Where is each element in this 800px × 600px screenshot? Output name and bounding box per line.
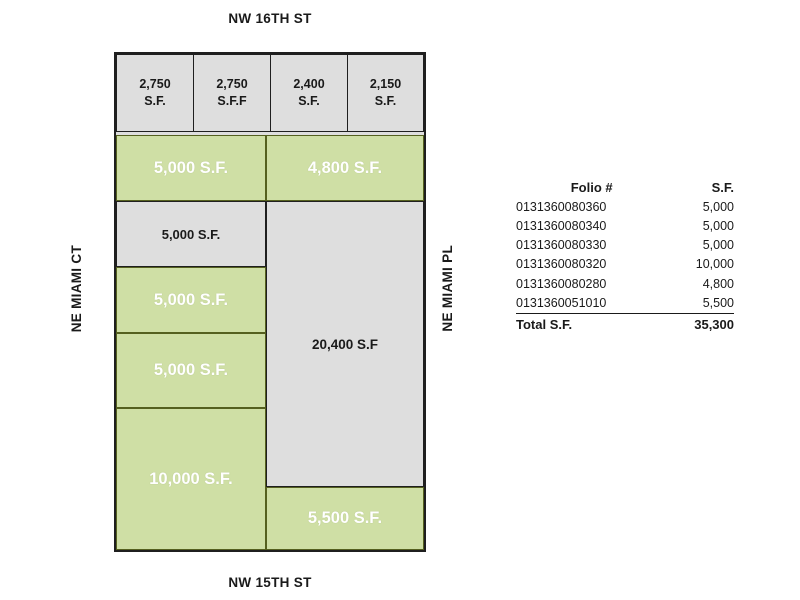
cell-total-value: 35,300 — [667, 312, 734, 335]
parcel-5000-sf-gray: 5,000 S.F. — [116, 201, 266, 267]
parcel-label-line2: S.F.F — [217, 94, 247, 108]
parcel-2400-sf: 2,400 S.F. — [270, 54, 348, 132]
table-header-row: Folio # S.F. — [516, 180, 734, 197]
table-row: 0131360080280 4,800 — [516, 274, 734, 293]
cell-sf: 4,800 — [702, 276, 734, 291]
cell-folio: 0131360080340 — [516, 218, 607, 233]
parcel-label: 10,000 S.F. — [149, 469, 233, 488]
parcel-label-line1: 2,750 — [139, 77, 171, 92]
parcel-5000-sf-green-middle: 5,000 S.F. — [116, 267, 266, 333]
street-label-west: NE MIAMI CT — [69, 245, 84, 333]
parcel-2750-sff-b: 2,750 S.F.F — [193, 54, 271, 132]
parcel-10000-sf: 10,000 S.F. — [116, 408, 266, 550]
cell-folio: 0131360080330 — [516, 238, 607, 252]
table-total-row: Total S.F. 35,300 — [516, 312, 734, 335]
parcel-label-line1: 2,750 — [216, 77, 248, 92]
cell-sf: 10,000 — [695, 257, 734, 272]
cell-folio: 0131360051010 — [516, 295, 607, 310]
cell-folio: 0131360080280 — [516, 276, 607, 291]
parcel-label: 5,000 S.F. — [153, 158, 229, 177]
table-row: 0131360080320 10,000 — [516, 255, 734, 274]
cell-sf: 5,000 — [702, 199, 734, 214]
parcel-2750-sf-a: 2,750 S.F. — [116, 54, 194, 132]
cell-sf: 5,500 — [702, 295, 734, 310]
folio-summary-table: Folio # S.F. 0131360080360 5,000 0131360… — [516, 180, 734, 335]
parcel-2150-sf: 2,150 S.F. — [347, 54, 424, 132]
site-plan-diagram: 2,750 S.F. 2,750 S.F.F 2,400 S.F. 2,150 … — [114, 52, 426, 552]
parcel-5500-sf: 5,500 S.F. — [266, 487, 424, 550]
table-row: 0131360080330 5,000 — [516, 236, 734, 255]
cell-folio: 0131360080360 — [516, 199, 607, 214]
parcel-label-line2: S.F. — [144, 94, 166, 108]
street-label-south: NW 15TH ST — [228, 575, 312, 590]
parcel-label-line2: S.F. — [298, 94, 320, 108]
parcel-4800-sf: 4,800 S.F. — [266, 135, 424, 201]
parcel-5000-sf-green-upper: 5,000 S.F. — [116, 135, 266, 201]
street-label-north: NW 16TH ST — [228, 11, 312, 26]
cell-sf: 5,000 — [702, 238, 734, 252]
parcel-label: 5,000 S.F. — [153, 361, 229, 379]
table-row: 0131360080340 5,000 — [516, 216, 734, 235]
parcel-label: 4,800 S.F. — [307, 158, 383, 177]
parcel-label: 20,400 S.F — [311, 336, 379, 352]
cell-sf: 5,000 — [702, 218, 734, 233]
cell-total-label: Total S.F. — [516, 312, 668, 335]
table-row: 0131360051010 5,500 — [516, 293, 734, 313]
parcel-label-line1: 2,150 — [369, 77, 402, 92]
column-header-folio: Folio # — [570, 180, 613, 195]
parcel-label: 5,500 S.F. — [307, 509, 383, 527]
parcel-label-line1: 2,400 — [293, 77, 325, 92]
parcel-label-line2: S.F. — [374, 94, 397, 108]
parcel-label: 5,000 S.F. — [153, 290, 229, 309]
cell-folio: 0131360080320 — [516, 257, 607, 272]
parcel-label: 5,000 S.F. — [161, 226, 221, 242]
street-label-east: NE MIAMI PL — [440, 245, 455, 332]
column-header-sf: S.F. — [711, 180, 734, 195]
table-row: 0131360080360 5,000 — [516, 197, 734, 216]
parcel-5000-sf-green-lower: 5,000 S.F. — [116, 333, 266, 408]
parcel-20400-sf: 20,400 S.F — [266, 201, 424, 487]
